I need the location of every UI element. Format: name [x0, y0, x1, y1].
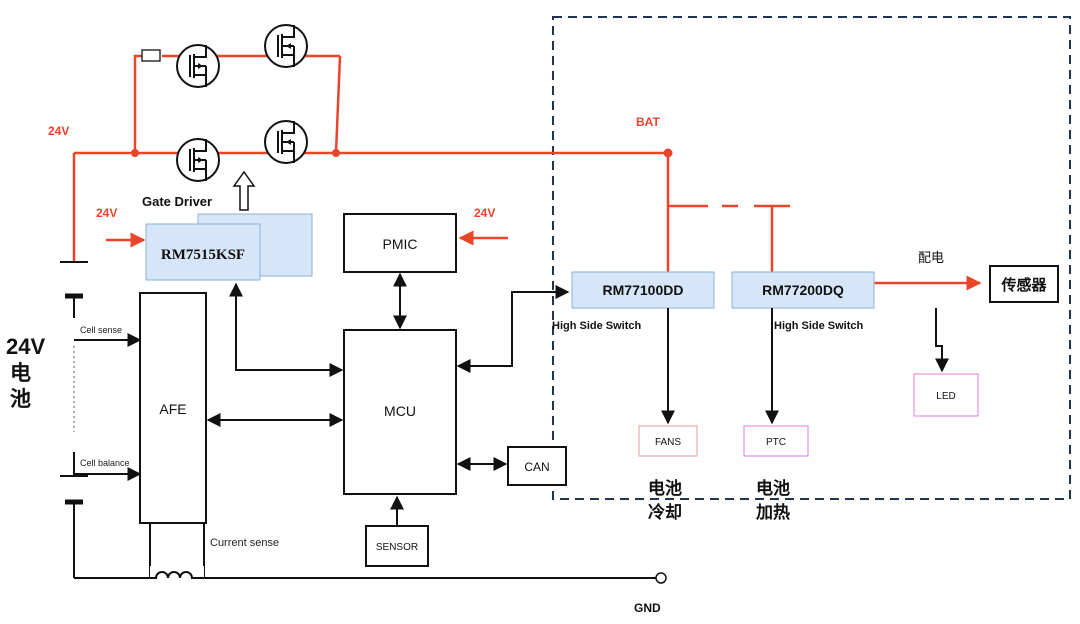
battery-icon — [60, 452, 88, 578]
sensor-box[interactable] — [365, 525, 429, 567]
gate-drive-arrow-icon — [232, 170, 256, 211]
hss2-label: RM77200DQ — [762, 282, 844, 298]
bat-label: BAT — [636, 115, 660, 129]
high-side-switch-label-1: High Side Switch — [552, 320, 642, 332]
fans-label: FANS — [655, 437, 681, 448]
afe-label: AFE — [159, 401, 186, 417]
pmic-label: PMIC — [383, 236, 418, 252]
cooling-label-2: 冷却 — [648, 502, 682, 522]
sensor-cn-label: 传感器 — [1000, 276, 1047, 294]
gnd-label: GND — [634, 601, 661, 615]
fans-box[interactable] — [638, 425, 698, 457]
cell-balance-label: Cell balance — [80, 458, 130, 468]
cell-sense-label: Cell sense — [80, 325, 122, 335]
hss2-box[interactable] — [731, 271, 875, 309]
mosfet-icon — [176, 44, 220, 88]
afe-box[interactable] — [139, 292, 207, 524]
v24-top-label: 24V — [48, 124, 69, 138]
bat-junction-dot — [663, 148, 673, 158]
driver-chip-box[interactable] — [145, 223, 261, 281]
v24-pmic-label: 24V — [474, 206, 495, 220]
junction-dot — [332, 149, 340, 157]
current-sense-label: Current sense — [210, 537, 279, 549]
mosfet-icon — [264, 120, 308, 164]
battery-title: 24V — [6, 334, 45, 359]
can-label: CAN — [524, 460, 549, 474]
heating-label-1: 电池 — [756, 478, 790, 498]
pmic-box[interactable] — [343, 213, 457, 273]
led-label: LED — [936, 391, 955, 402]
hss1-label: RM77100DD — [603, 282, 684, 298]
power-distribution-label: 配电 — [918, 250, 944, 265]
gate-driver-label: Gate Driver — [142, 194, 212, 209]
mosfet-icon — [176, 138, 220, 182]
can-box[interactable] — [507, 446, 567, 486]
v24-driver-label: 24V — [96, 206, 117, 220]
driver-chip-label: RM7515KSF — [161, 247, 245, 263]
battery-title-cn2: 池 — [10, 388, 31, 411]
mcu-label: MCU — [384, 403, 416, 419]
power-wiring — [72, 54, 982, 291]
ptc-box[interactable] — [743, 425, 809, 457]
battery-icon — [60, 261, 88, 318]
hss1-box[interactable] — [571, 271, 715, 309]
high-side-switch-label-2: High Side Switch — [774, 320, 864, 332]
mosfet-icon — [264, 24, 308, 68]
mcu-box[interactable] — [343, 329, 457, 495]
sensor-cn-box[interactable] — [989, 265, 1059, 303]
heating-label-2: 加热 — [755, 502, 790, 522]
signal-wiring — [206, 272, 949, 526]
sensor-label: SENSOR — [376, 542, 418, 553]
current-sense-inductor-icon — [149, 518, 205, 582]
ptc-label: PTC — [766, 437, 786, 448]
led-box[interactable] — [913, 373, 979, 417]
ground-terminal — [655, 572, 667, 584]
battery-title-cn1: 电 — [10, 362, 31, 385]
resistor-icon — [141, 49, 161, 62]
protected-domain-boundary — [552, 16, 1071, 500]
cooling-label-1: 电池 — [648, 478, 682, 498]
junction-dot — [131, 149, 139, 157]
